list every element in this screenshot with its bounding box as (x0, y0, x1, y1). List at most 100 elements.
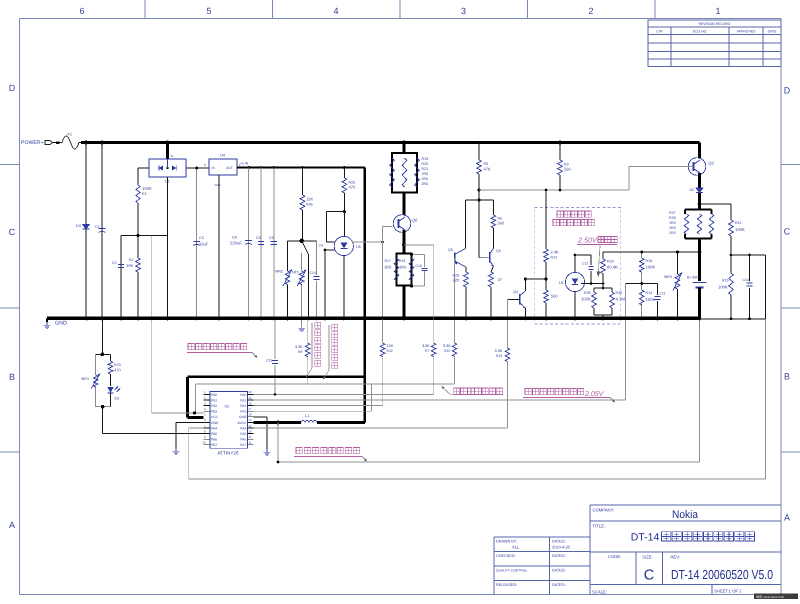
svg-text:PA1: PA1 (240, 398, 246, 402)
svg-text:C10: C10 (416, 264, 422, 268)
svg-text:47: 47 (498, 277, 503, 282)
svg-text:DATED:: DATED: (552, 540, 566, 544)
svg-text:GND: GND (215, 183, 221, 187)
svg-text:Q2: Q2 (709, 161, 715, 166)
svg-text:C14: C14 (743, 278, 749, 282)
svg-text:1R0: 1R0 (669, 221, 676, 225)
svg-text:R16: R16 (399, 259, 405, 263)
svg-text:2: 2 (588, 6, 593, 16)
svg-text:19: 19 (248, 396, 252, 400)
svg-text:REV:: REV: (670, 555, 680, 560)
svg-text:PA4: PA4 (240, 426, 246, 430)
svg-text:R30: R30 (616, 291, 623, 295)
svg-text:12: 12 (248, 435, 252, 439)
svg-text:4: 4 (204, 407, 206, 411)
svg-text:11: 11 (249, 441, 252, 445)
svg-text:560: 560 (564, 167, 571, 172)
svg-text:U1: U1 (559, 281, 564, 285)
svg-text:R35: R35 (584, 291, 591, 295)
svg-text:DT-14: DT-14 (631, 532, 660, 544)
svg-text:REVISION RECORD: REVISION RECORD (699, 22, 731, 26)
svg-text:CHECKED:: CHECKED: (496, 554, 516, 558)
svg-text:R10: R10 (646, 259, 653, 263)
svg-text:1: 1 (336, 237, 338, 241)
svg-text:5: 5 (204, 413, 206, 417)
svg-text:维库 www.dzsc.com: 维库 www.dzsc.com (756, 595, 785, 599)
svg-text:PB5: PB5 (211, 432, 217, 436)
svg-text:WR3: WR3 (664, 275, 672, 279)
svg-text:Q3: Q3 (496, 249, 501, 253)
svg-text:C3: C3 (199, 236, 204, 240)
svg-text:A: A (784, 513, 790, 523)
svg-text:17: 17 (248, 407, 252, 411)
svg-text:18: 18 (248, 401, 252, 405)
svg-text:DATED:: DATED: (552, 554, 566, 558)
svg-text:DRAWN BY:: DRAWN BY: (496, 540, 517, 544)
svg-text:XLL: XLL (512, 545, 520, 550)
svg-text:10: 10 (202, 441, 206, 445)
svg-text:20: 20 (248, 390, 252, 394)
svg-text:2R0: 2R0 (422, 182, 429, 186)
svg-text:PA5: PA5 (240, 432, 246, 436)
svg-text:B: B (9, 372, 15, 382)
svg-text:10K: 10K (126, 263, 133, 268)
svg-text:POWER+: POWER+ (21, 140, 44, 146)
svg-text:IN: IN (212, 166, 216, 170)
svg-text:R14: R14 (646, 291, 653, 295)
svg-text:ATTINY26: ATTINY26 (217, 451, 239, 456)
svg-text:D2: D2 (690, 188, 695, 192)
svg-text:U4: U4 (220, 154, 225, 158)
svg-text:D4: D4 (76, 224, 81, 228)
svg-text:SCALE:: SCALE: (592, 590, 607, 595)
svg-text:R21: R21 (422, 167, 429, 171)
svg-text:Nokia: Nokia (672, 509, 699, 521)
svg-text:N: N (171, 154, 173, 158)
svg-text:+5 IN: +5 IN (240, 162, 249, 166)
svg-text:APPROVED: APPROVED (737, 30, 756, 34)
svg-text:3.3K: 3.3K (422, 344, 430, 348)
svg-text:13: 13 (248, 429, 252, 433)
svg-text:PB2: PB2 (211, 404, 217, 408)
svg-text:PA6: PA6 (240, 438, 246, 442)
svg-text:C5: C5 (256, 236, 261, 240)
svg-text:16: 16 (248, 413, 252, 417)
svg-text:60.4K: 60.4K (607, 265, 618, 270)
svg-text:C13: C13 (310, 271, 316, 275)
svg-text:CODE:: CODE: (608, 554, 621, 559)
svg-text:C8: C8 (232, 236, 237, 240)
svg-text:560: 560 (498, 221, 505, 226)
svg-text:R23: R23 (114, 363, 121, 367)
svg-text:R9: R9 (564, 163, 569, 167)
svg-text:100K: 100K (735, 227, 745, 232)
svg-text:560: 560 (551, 294, 558, 299)
svg-text:L1: L1 (305, 414, 309, 418)
svg-text:470: 470 (114, 368, 121, 373)
svg-text:PB7: PB7 (211, 443, 217, 447)
svg-text:1R0: 1R0 (399, 265, 407, 270)
svg-text:8: 8 (204, 429, 206, 433)
svg-text:R13: R13 (496, 354, 502, 358)
svg-text:2.50V: 2.50V (577, 236, 598, 245)
svg-text:2.4K: 2.4K (551, 250, 560, 255)
svg-text:D3: D3 (115, 397, 120, 401)
svg-text:100K: 100K (581, 297, 591, 302)
svg-text:NTC: NTC (292, 271, 300, 275)
svg-text:100K: 100K (646, 265, 656, 270)
svg-text:5: 5 (206, 6, 211, 16)
svg-text:C15: C15 (266, 359, 272, 363)
svg-text:PB3: PB3 (211, 410, 217, 414)
svg-text:R36: R36 (306, 203, 313, 207)
svg-text:Q5: Q5 (448, 248, 453, 252)
svg-text:4.7M: 4.7M (616, 297, 626, 302)
svg-text:VCC: VCC (211, 415, 219, 419)
svg-text:F1: F1 (68, 133, 72, 137)
svg-text:1: 1 (715, 6, 720, 16)
svg-text:2: 2 (204, 163, 206, 167)
svg-text:100K: 100K (718, 285, 728, 290)
svg-text:33uF: 33uF (199, 242, 209, 247)
svg-text:Q4: Q4 (513, 290, 518, 294)
svg-text:PB4: PB4 (211, 426, 217, 430)
svg-text:R17: R17 (385, 259, 391, 263)
svg-text:Q6: Q6 (412, 218, 418, 223)
svg-text:C: C (644, 568, 654, 584)
